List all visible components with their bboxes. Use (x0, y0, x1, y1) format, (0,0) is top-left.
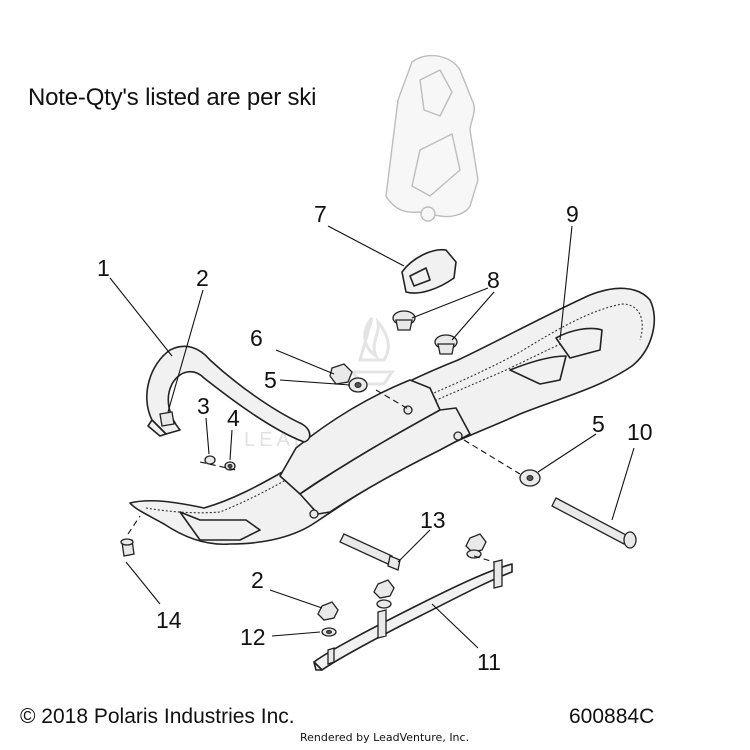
qty-note: Note-Qty's listed are per ski (28, 84, 317, 111)
callout-8: 8 (487, 267, 500, 293)
nut-2-upper (159, 411, 175, 427)
callout-7: 7 (314, 201, 327, 227)
callout-4: 4 (227, 405, 240, 431)
nut-2-lower (317, 601, 339, 621)
callout-10: 10 (627, 419, 653, 445)
bolt-14 (120, 538, 135, 557)
callout-1: 1 (97, 255, 110, 281)
washer-11-right (466, 549, 482, 559)
nut-11-right (465, 533, 487, 553)
callout-11: 11 (477, 649, 501, 675)
nut-11-left (373, 579, 395, 599)
rendered-by-text: Rendered by LeadVenture, Inc. (300, 731, 470, 744)
callout-14: 14 (156, 607, 182, 633)
callout-12: 12 (240, 624, 266, 650)
callout-3: 3 (197, 393, 210, 419)
nut-6 (329, 363, 353, 385)
bushing-8-right (434, 334, 458, 355)
bushing-8-left (392, 310, 416, 331)
callout-5-lower: 5 (592, 411, 605, 437)
handle-loop (146, 345, 311, 443)
washer-11-left (376, 599, 392, 609)
callout-5-upper: 5 (264, 367, 277, 393)
callout-6: 6 (250, 325, 263, 351)
carbide-runner (313, 559, 513, 671)
diagram-id: 600884C (569, 705, 655, 728)
washer-3 (204, 455, 216, 465)
callout-9: 9 (566, 201, 579, 227)
ski-body (129, 287, 656, 546)
bolt-10 (551, 497, 637, 549)
spindle-ghost (385, 54, 479, 222)
callout-2-lower: 2 (251, 567, 264, 593)
leader-lines (109, 225, 635, 649)
callout-2-upper: 2 (196, 265, 209, 291)
callout-13: 13 (420, 507, 446, 533)
bolt-13 (339, 533, 401, 571)
wear-block (401, 248, 457, 294)
copyright-text: © 2018 Polaris Industries Inc. (20, 705, 295, 728)
